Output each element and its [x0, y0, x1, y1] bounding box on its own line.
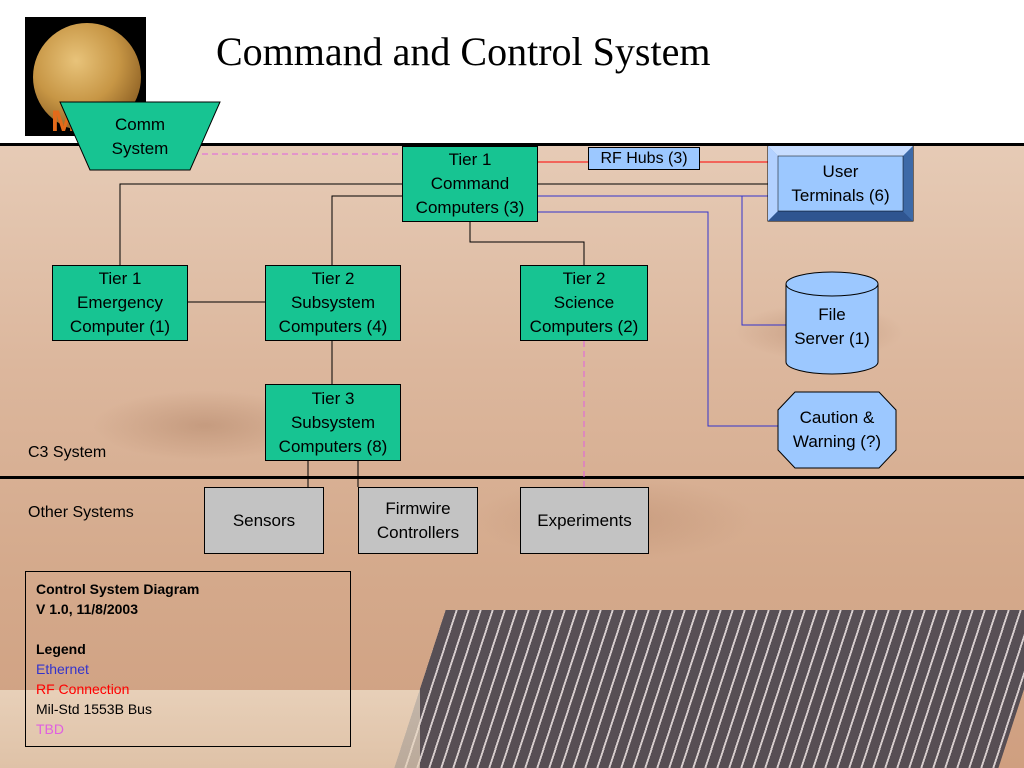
legend-item-tbd: TBD — [36, 721, 64, 737]
comm-system-shape — [59, 101, 221, 171]
legend-item-ethernet: Ethernet — [36, 661, 89, 677]
tier1-command-computers-node: Tier 1 Command Computers (3) — [402, 146, 538, 222]
tier1-emergency-computer-node: Tier 1 Emergency Computer (1) — [52, 265, 188, 341]
file-server-shape — [785, 284, 879, 375]
firmwire-controllers-node: Firmwire Controllers — [358, 487, 478, 554]
section-divider — [0, 476, 1024, 479]
legend-title: Legend — [36, 641, 86, 657]
page-title: Command and Control System — [216, 29, 711, 74]
c3-system-label: C3 System — [28, 444, 107, 461]
file-server-node: File Server (1) — [794, 305, 870, 348]
tier2-science-computers-node: Tier 2 Science Computers (2) — [520, 265, 648, 341]
caution-warning-node: Caution & Warning (?) — [792, 408, 882, 451]
legend-heading: Control System Diagram — [36, 581, 200, 597]
tier3-subsystem-computers-node: Tier 3 Subsystem Computers (8) — [265, 384, 401, 461]
tier2-subsystem-computers-node: Tier 2 Subsystem Computers (4) — [265, 265, 401, 341]
other-systems-label: Other Systems — [28, 504, 134, 521]
rf-hubs-node: RF Hubs (3) — [588, 147, 700, 170]
legend-version: V 1.0, 11/8/2003 — [36, 601, 138, 617]
caution-warning-shape — [777, 391, 897, 469]
wire-bus-emergency — [119, 183, 402, 265]
legend-item-bus: Mil-Std 1553B Bus — [36, 701, 152, 717]
comm-system-node: Comm System — [111, 115, 169, 158]
wire-ethernet-caution — [537, 211, 778, 427]
wire-bus-tier2-science — [469, 222, 585, 265]
legend-item-rf-connection: RF Connection — [36, 681, 130, 697]
wire-bus-tier2-subsystem — [331, 195, 402, 265]
legend-box: Control System Diagram V 1.0, 11/8/2003 … — [25, 571, 351, 747]
experiments-node: Experiments — [520, 487, 649, 554]
wire-ethernet-fileserver — [537, 195, 786, 326]
user-terminals-node: User Terminals (6) — [791, 161, 890, 205]
sensors-node: Sensors — [204, 487, 324, 554]
top-divider — [0, 143, 1024, 146]
